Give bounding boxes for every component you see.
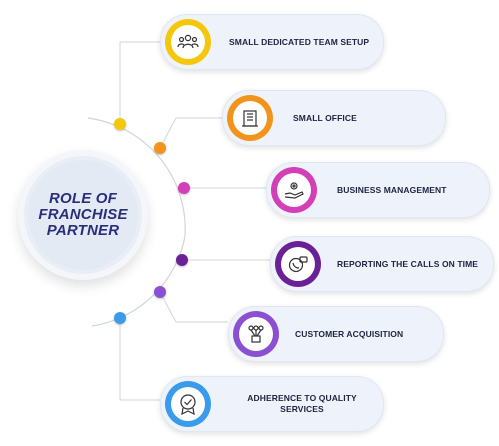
item-adherence-quality: ADHERENCE TO QUALITY SERVICES	[160, 376, 384, 432]
connector-2	[159, 117, 222, 149]
center-title-line2: FRANCHISE	[38, 206, 128, 223]
item-2-badge	[227, 95, 273, 141]
connector-1	[119, 41, 160, 124]
item-6-label-line2: SERVICES	[280, 404, 324, 414]
connector-6	[119, 318, 160, 401]
item-reporting-calls: REPORTING THE CALLS ON TIME	[270, 236, 494, 292]
arc-lower	[91, 235, 186, 327]
connector-5	[159, 291, 228, 323]
center-title: ROLE OF FRANCHISE PARTNER	[33, 191, 133, 239]
center-circle: ROLE OF FRANCHISE PARTNER	[18, 150, 148, 280]
item-4-badge	[275, 241, 321, 287]
item-5-label: CUSTOMER ACQUISITION	[295, 329, 404, 339]
hand-gear-icon	[277, 173, 311, 207]
item-6-label: ADHERENCE TO QUALITY SERVICES	[227, 377, 377, 431]
arc-upper	[87, 117, 186, 237]
item-2-label: SMALL OFFICE	[293, 113, 357, 123]
center-inner: ROLE OF FRANCHISE PARTNER	[28, 160, 138, 270]
office-building-icon	[233, 101, 267, 135]
quality-badge-icon	[171, 387, 205, 421]
center-title-line1: ROLE OF	[48, 190, 118, 207]
item-4-label: REPORTING THE CALLS ON TIME	[337, 259, 479, 269]
customer-target-icon	[239, 317, 273, 351]
dot-purple	[176, 254, 188, 266]
dot-violet	[154, 286, 166, 298]
item-customer-acquisition: CUSTOMER ACQUISITION	[228, 306, 444, 362]
item-small-office: SMALL OFFICE	[222, 90, 446, 146]
item-6-label-line1: ADHERENCE TO QUALITY	[247, 393, 357, 403]
item-6-badge	[165, 381, 211, 427]
phone-call-icon	[281, 247, 315, 281]
item-3-badge	[271, 167, 317, 213]
item-3-label: BUSINESS MANAGEMENT	[337, 185, 447, 195]
dot-yellow	[114, 118, 126, 130]
item-1-badge	[165, 19, 211, 65]
dot-orange	[154, 142, 166, 154]
item-small-dedicated-team-setup: SMALL DEDICATED TEAM SETUP	[160, 14, 384, 70]
dot-blue	[114, 312, 126, 324]
dot-pink	[178, 182, 190, 194]
item-1-label: SMALL DEDICATED TEAM SETUP	[229, 37, 370, 47]
center-title-line3: PARTNER	[46, 222, 120, 239]
team-icon	[171, 25, 205, 59]
item-business-management: BUSINESS MANAGEMENT	[266, 162, 490, 218]
item-5-badge	[233, 311, 279, 357]
